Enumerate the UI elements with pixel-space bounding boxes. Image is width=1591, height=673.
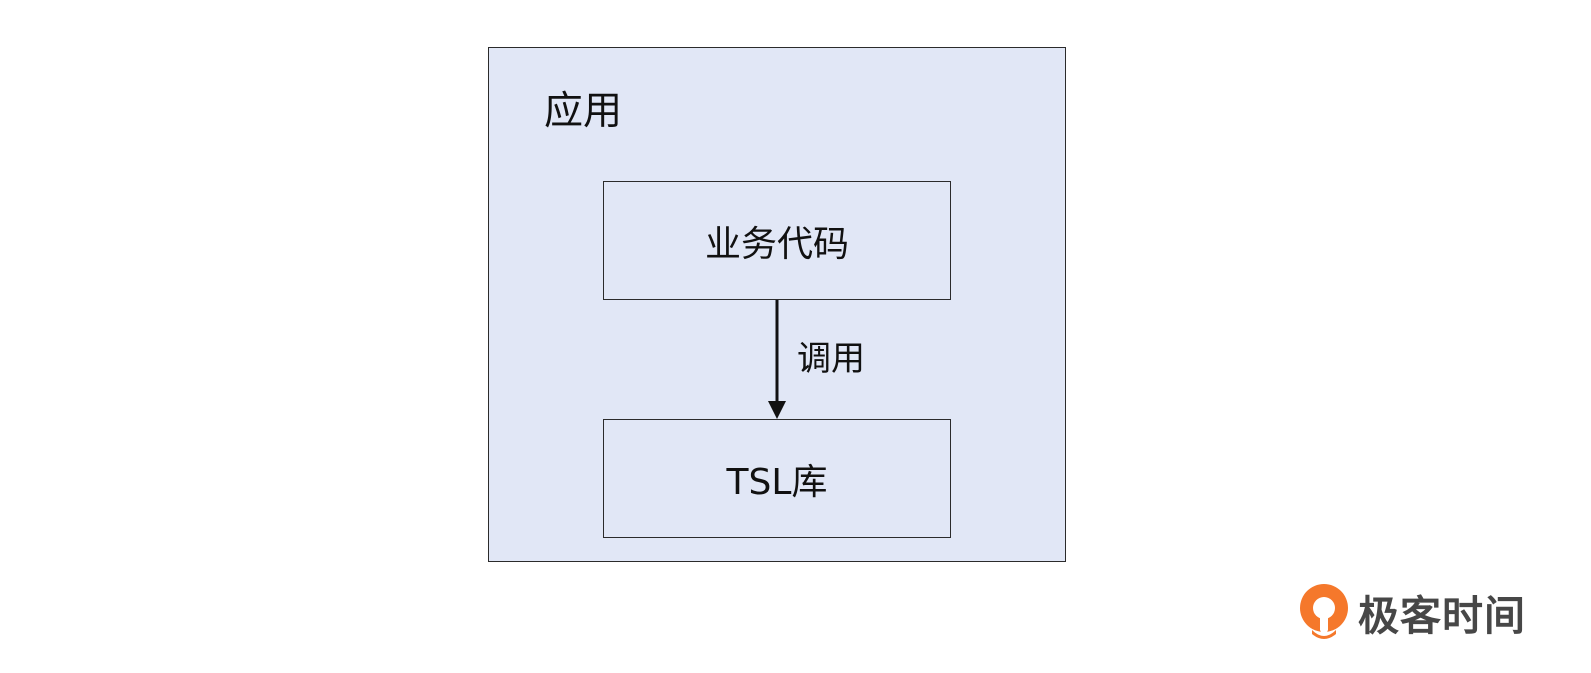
app-container-label: 应用 xyxy=(544,89,623,134)
business-code-node: 业务代码 xyxy=(603,181,951,300)
tsl-lib-label: TSL库 xyxy=(726,461,828,503)
geektime-logo-icon xyxy=(1300,584,1348,639)
call-arrow-head xyxy=(768,401,786,419)
business-code-label: 业务代码 xyxy=(704,223,849,265)
tsl-lib-node: TSL库 xyxy=(603,419,951,538)
geektime-logo: 极客时间 xyxy=(1298,582,1526,642)
call-edge-label: 调用 xyxy=(797,339,865,379)
geektime-logo-text: 极客时间 xyxy=(1358,592,1526,640)
